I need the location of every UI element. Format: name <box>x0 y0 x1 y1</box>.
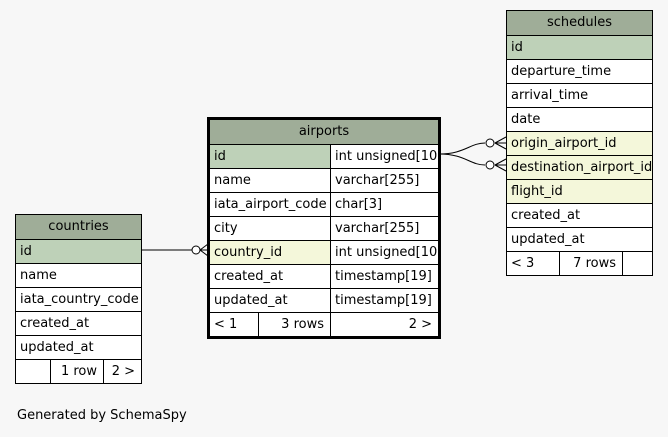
children-count: 2 > <box>330 313 438 336</box>
column-name: updated_at <box>511 232 585 247</box>
column-name: created_at <box>20 316 90 331</box>
column-row[interactable]: destination_airport_id <box>507 155 652 179</box>
edge-airports-schedules-origin <box>438 142 486 155</box>
column-row[interactable]: name <box>16 263 141 287</box>
table-title: airports <box>298 124 350 139</box>
table-header[interactable]: countries <box>16 215 141 239</box>
row-count: 7 rows <box>559 252 622 275</box>
column-type: timestamp[19] <box>330 289 438 312</box>
column-row[interactable]: id <box>507 35 652 59</box>
column-name: departure_time <box>511 64 612 79</box>
table-header[interactable]: schedules <box>507 11 652 35</box>
children-count: 2 > <box>103 360 141 383</box>
column-name: iata_country_code <box>20 292 139 307</box>
parents-count: < 1 <box>214 317 238 332</box>
column-type: int unsigned[10] <box>330 241 438 264</box>
edge-optional-marker <box>485 160 495 170</box>
column-name: created_at <box>214 269 284 284</box>
column-name: name <box>20 268 57 283</box>
parents-count: < 3 <box>511 256 535 271</box>
column-row[interactable]: date <box>507 107 652 131</box>
column-name: iata_airport_code <box>214 197 327 212</box>
column-name: flight_id <box>511 184 563 199</box>
column-name: id <box>20 244 32 259</box>
column-row[interactable]: iata_country_code <box>16 287 141 311</box>
column-row[interactable]: updated_at timestamp[19] <box>210 288 438 312</box>
column-name: id <box>511 40 523 55</box>
column-name: arrival_time <box>511 88 589 103</box>
table-countries[interactable]: countries id name iata_country_code crea… <box>15 214 142 384</box>
edge-airports-schedules-destination <box>438 153 486 166</box>
column-row[interactable]: iata_airport_code char[3] <box>210 192 438 216</box>
column-row[interactable]: origin_airport_id <box>507 131 652 155</box>
column-name: city <box>214 221 238 236</box>
table-header[interactable]: airports <box>210 120 438 144</box>
column-row[interactable]: created_at <box>16 311 141 335</box>
edge-optional-marker <box>485 138 495 148</box>
column-name: updated_at <box>214 293 288 308</box>
column-row[interactable]: id int unsigned[10] <box>210 144 438 168</box>
table-title: countries <box>48 219 109 234</box>
table-footer: 1 row 2 > <box>16 359 141 383</box>
table-airports[interactable]: airports id int unsigned[10] name varcha… <box>207 117 441 339</box>
column-name: date <box>511 112 541 127</box>
column-row[interactable]: city varchar[255] <box>210 216 438 240</box>
edge-optional-marker <box>191 245 201 255</box>
column-type: varchar[255] <box>330 217 438 240</box>
column-row[interactable]: updated_at <box>16 335 141 359</box>
column-name: origin_airport_id <box>511 136 617 151</box>
column-row[interactable]: flight_id <box>507 179 652 203</box>
table-title: schedules <box>546 15 613 30</box>
parents-count <box>16 360 50 383</box>
column-type: int unsigned[10] <box>330 145 438 168</box>
column-type: varchar[255] <box>330 169 438 192</box>
generated-by-caption: Generated by SchemaSpy <box>17 408 187 423</box>
column-row[interactable]: departure_time <box>507 59 652 83</box>
column-row[interactable]: created_at timestamp[19] <box>210 264 438 288</box>
edge-many-marker <box>494 136 507 150</box>
column-name: name <box>214 173 251 188</box>
table-footer: < 1 3 rows 2 > <box>210 312 438 336</box>
column-name: id <box>210 145 330 168</box>
column-name: destination_airport_id <box>511 160 652 175</box>
row-count: 1 row <box>50 360 103 383</box>
column-row[interactable]: name varchar[255] <box>210 168 438 192</box>
column-type: char[3] <box>330 193 438 216</box>
edge-many-marker <box>494 158 507 172</box>
column-name: country_id <box>210 241 330 264</box>
children-count <box>622 252 652 275</box>
table-schedules[interactable]: schedules id departure_time arrival_time… <box>506 10 653 276</box>
column-row[interactable]: created_at <box>507 203 652 227</box>
column-row[interactable]: country_id int unsigned[10] <box>210 240 438 264</box>
column-name: created_at <box>511 208 581 223</box>
column-row[interactable]: id <box>16 239 141 263</box>
column-row[interactable]: arrival_time <box>507 83 652 107</box>
table-footer: < 3 7 rows <box>507 251 652 275</box>
column-name: updated_at <box>20 340 94 355</box>
column-type: timestamp[19] <box>330 265 438 288</box>
column-row[interactable]: updated_at <box>507 227 652 251</box>
row-count: 3 rows <box>258 313 330 336</box>
